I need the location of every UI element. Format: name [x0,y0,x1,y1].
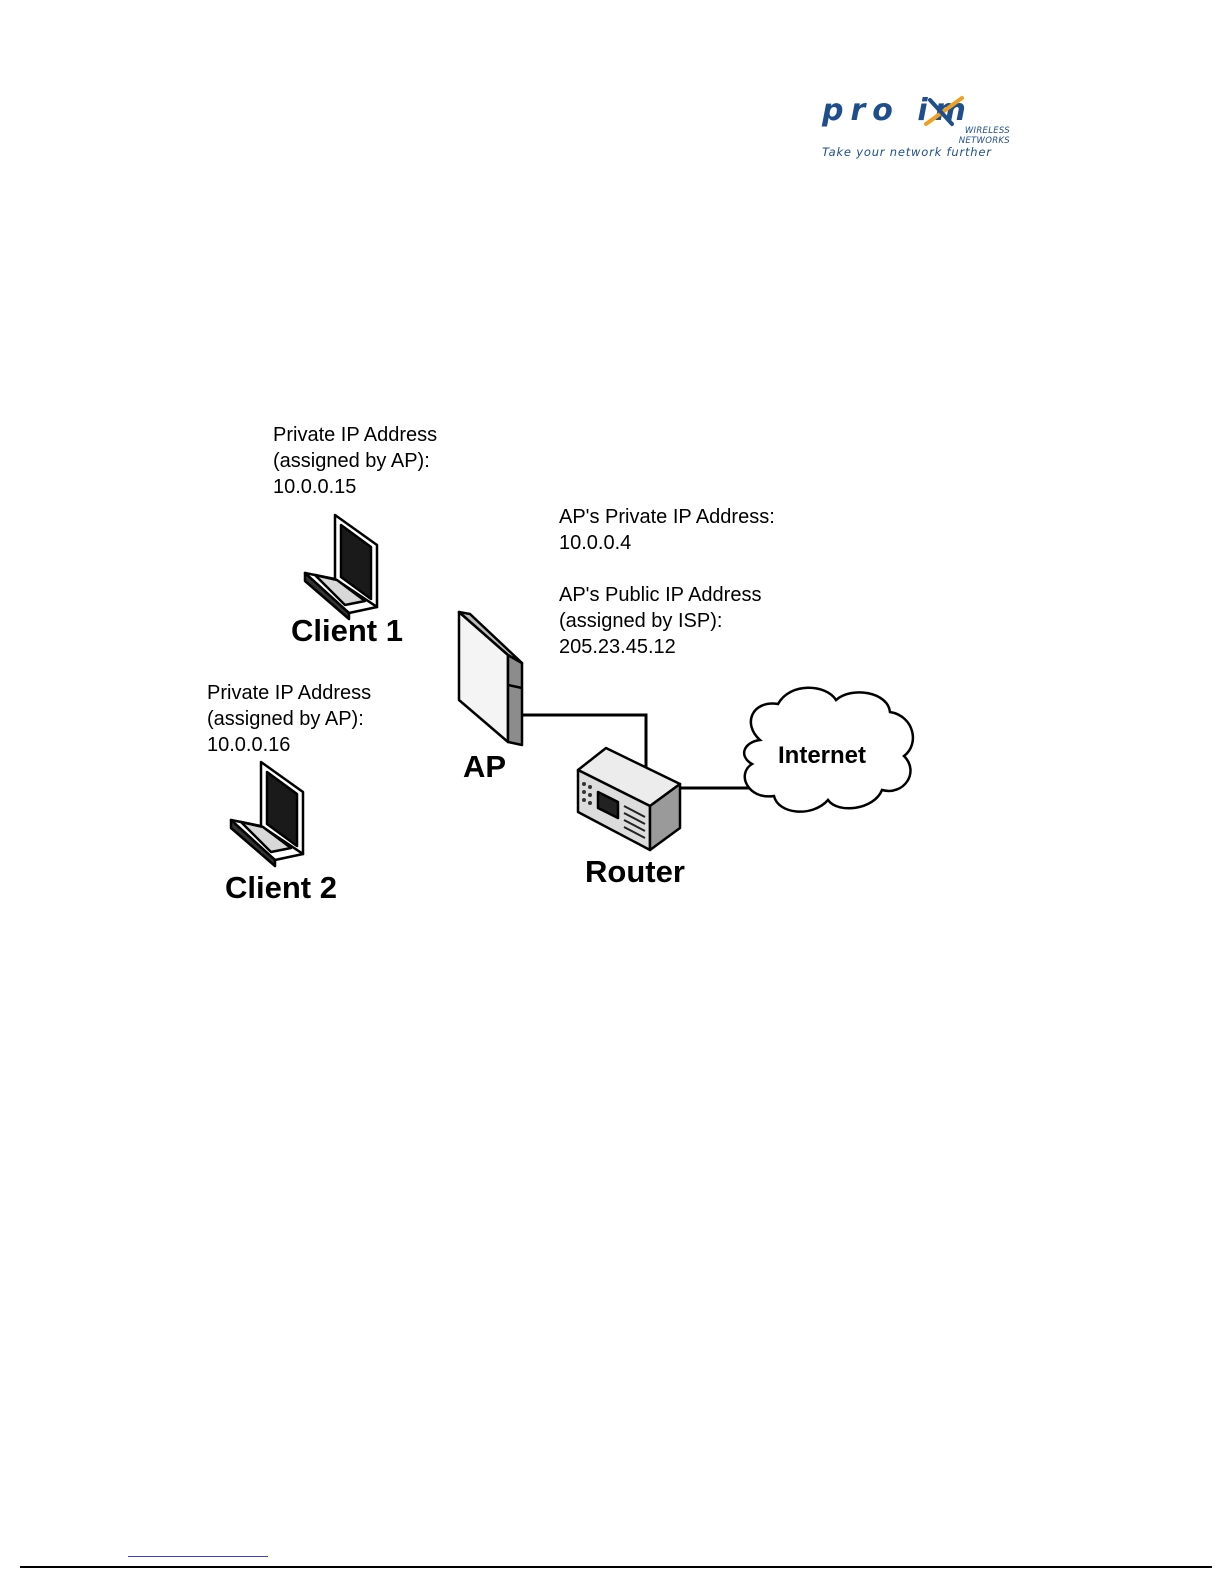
footer-link-underline [128,1556,268,1557]
laptop-icon-client-1 [305,515,377,619]
client-2-ip-line-2: (assigned by AP): [207,706,364,732]
client-1-ip-line-2: (assigned by AP): [273,448,430,474]
laptop-icon-client-2 [231,762,303,866]
client-1-ip-line-1: Private IP Address [273,422,437,448]
client-1-label: Client 1 [291,614,403,648]
client-2-ip-address: 10.0.0.16 [207,732,290,758]
client-2-label: Client 2 [225,871,337,905]
client-2-ip-line-1: Private IP Address [207,680,371,706]
client-1-ip-address: 10.0.0.15 [273,474,356,500]
footer-rule [20,1566,1212,1568]
router-label: Router [585,855,685,889]
ap-public-ip-assigned: (assigned by ISP): [559,608,722,634]
ap-label: AP [463,750,506,784]
ap-public-ip-address: 205.23.45.12 [559,634,676,660]
ap-private-ip-address: 10.0.0.4 [559,530,631,556]
access-point-icon [459,612,522,745]
ap-public-ip-heading: AP's Public IP Address [559,582,761,608]
router-icon [578,748,680,850]
internet-label: Internet [778,742,866,770]
ap-private-ip-heading: AP's Private IP Address: [559,504,775,530]
